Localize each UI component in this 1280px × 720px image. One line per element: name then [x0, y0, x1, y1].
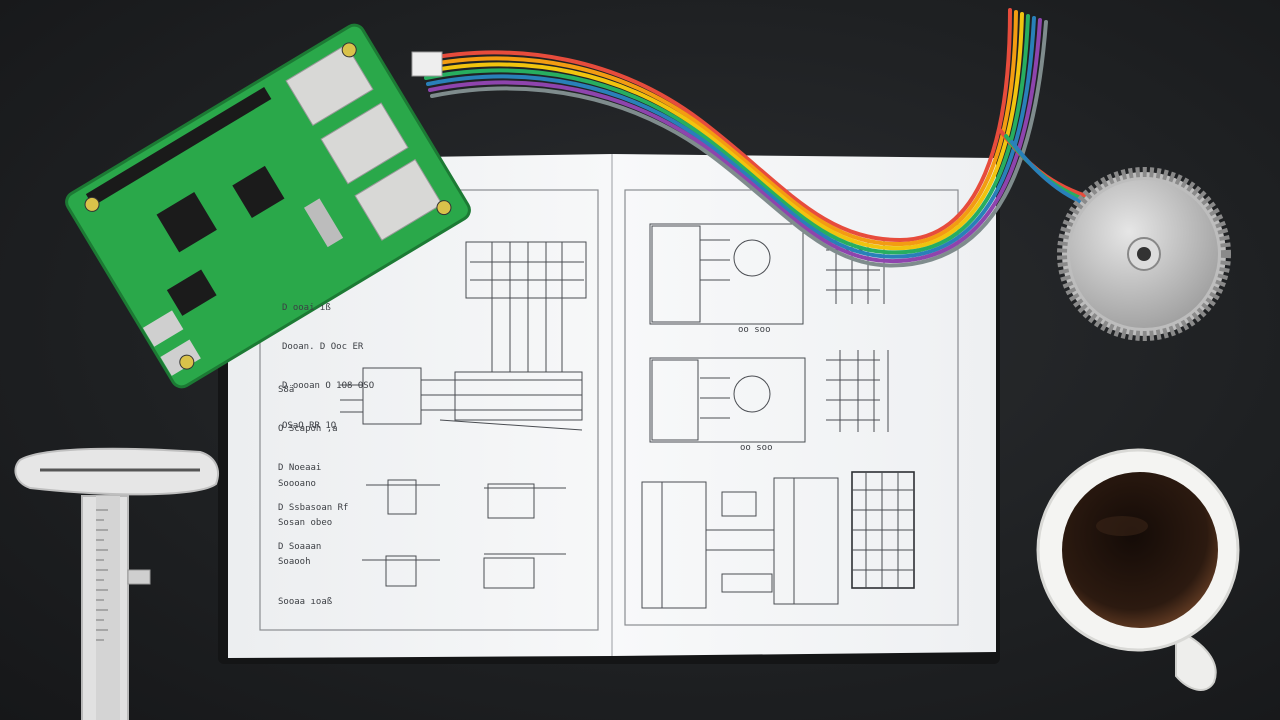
notebook-line: D Soaaan — [278, 541, 322, 552]
left-schematic — [340, 241, 587, 589]
notebook-right-caption-1: oo soo — [738, 325, 771, 335]
notebook-line: D Ssbasoan Rf — [278, 502, 349, 513]
notebook-right-caption-2: oo soo — [740, 443, 773, 453]
notebook-line: D Noeaai — [278, 463, 322, 474]
notebook-line: Sooaa ıoaß — [278, 596, 333, 607]
notebook-left-text-b: S8ä O Scapoh ,a D Noeaai D Ssbasoan Rf D… — [278, 358, 348, 567]
notebook-line: D ooai ıß — [282, 303, 331, 314]
notebook-left-text-c: Soooano Sosan obeo Soaooh Sooaa ıoaß — [278, 452, 332, 622]
notebook-line: Sosan obeo — [278, 518, 333, 529]
notebook-left-text-a: D ooai ıß Dooan. D Ooc ER D oooan O 1O8 … — [282, 276, 374, 446]
gear — [1057, 167, 1231, 341]
notebook-line: O Scapoh ,a — [278, 424, 338, 435]
coffee-cup — [1036, 448, 1240, 691]
notebook-line: Soaooh — [278, 557, 311, 568]
circuit-board — [65, 23, 471, 389]
notebook-line: Soooano — [278, 479, 316, 490]
notebook-line: D oooan O 1O8 OSO — [282, 381, 375, 392]
caliper — [14, 447, 219, 720]
notebook-line: OSaO RR 1O — [282, 420, 337, 431]
notebook-line: S8ä — [278, 385, 295, 396]
notebook-line: Dooan. D Ooc ER — [282, 342, 364, 353]
